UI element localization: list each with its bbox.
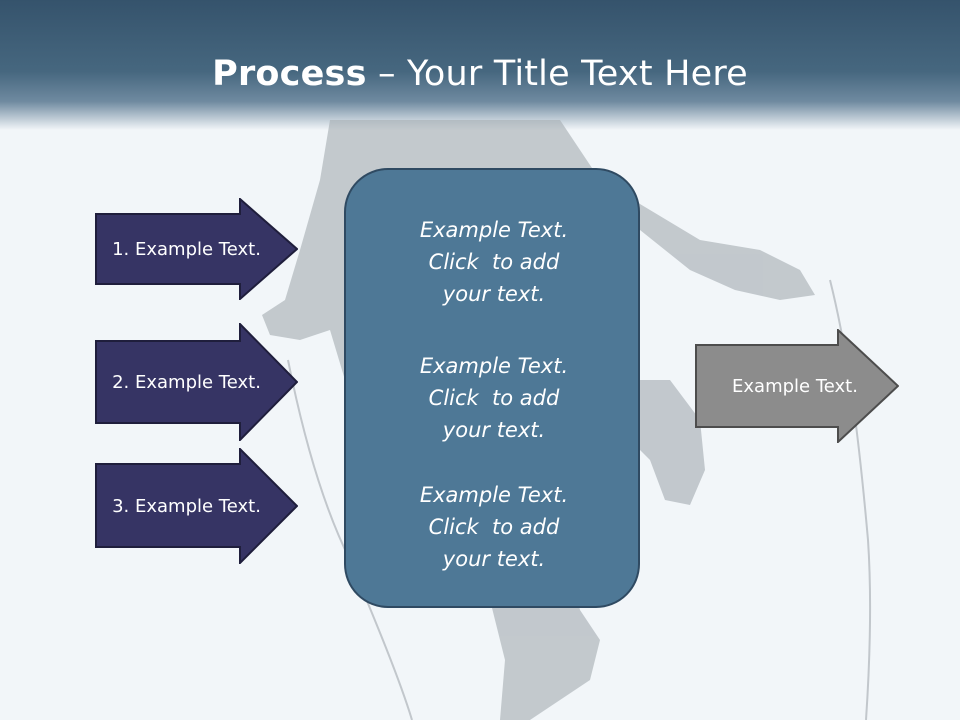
- process-step-label: 1. Example Text.: [112, 238, 261, 260]
- result-label: Example Text.: [732, 375, 858, 397]
- arrow-shape: [695, 329, 899, 443]
- process-step-arrow-3[interactable]: 3. Example Text.: [95, 448, 298, 564]
- process-step-label: 3. Example Text.: [112, 495, 261, 517]
- result-arrow[interactable]: Example Text.: [695, 329, 899, 443]
- center-text-box[interactable]: Example Text. Click to add your text. Ex…: [344, 168, 640, 608]
- center-paragraph-1[interactable]: Example Text. Click to add your text.: [419, 218, 569, 306]
- title-banner: [0, 0, 960, 130]
- process-step-label: 2. Example Text.: [112, 371, 261, 393]
- arrow-shape: [95, 198, 298, 300]
- arrow-shape: [95, 448, 298, 564]
- process-step-arrow-1[interactable]: 1. Example Text.: [95, 198, 298, 300]
- process-step-arrow-2[interactable]: 2. Example Text.: [95, 323, 298, 441]
- center-paragraph-2[interactable]: Example Text. Click to add your text.: [419, 354, 569, 442]
- slide-title: Process – Your Title Text Here: [0, 52, 960, 96]
- center-paragraph-3[interactable]: Example Text. Click to add your text.: [419, 483, 569, 571]
- title-bold-part: Process: [212, 54, 367, 94]
- arrow-shape: [95, 323, 298, 441]
- title-rest-part: – Your Title Text Here: [366, 54, 748, 94]
